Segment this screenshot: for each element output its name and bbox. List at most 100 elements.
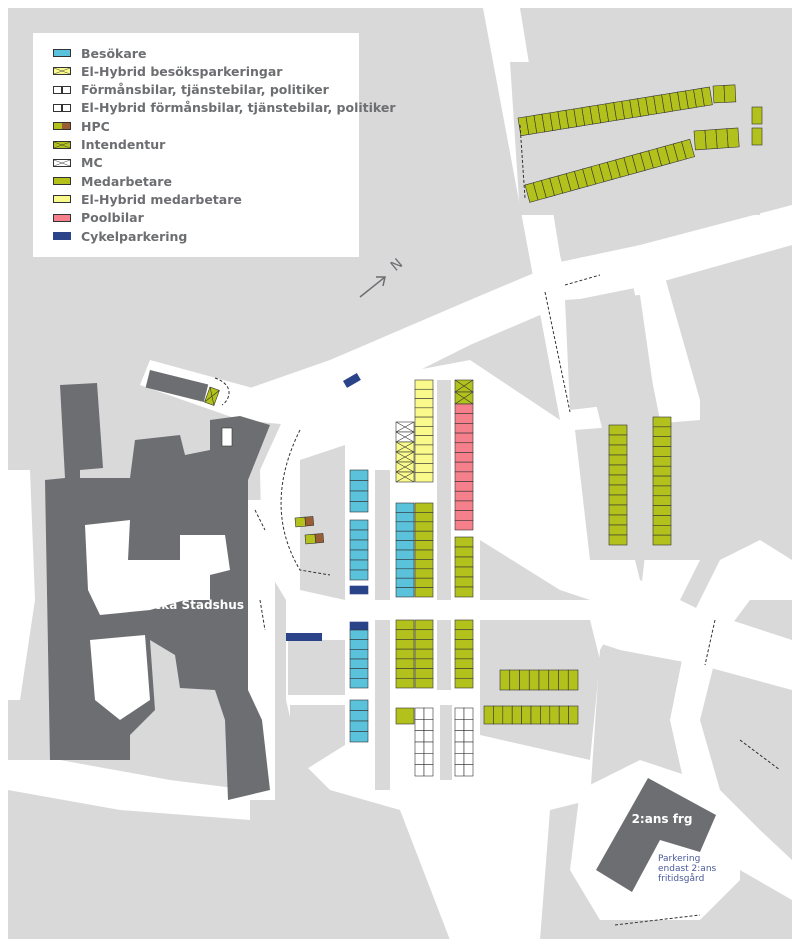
bike-parking <box>286 633 322 641</box>
parking-space <box>414 707 425 720</box>
parking-row-visitor <box>349 519 369 581</box>
parking-space <box>608 514 628 526</box>
parking-space <box>608 474 628 486</box>
parking-space <box>463 730 474 743</box>
parking-row-company <box>423 707 434 777</box>
parking-space <box>414 472 434 483</box>
parking-space <box>414 658 434 669</box>
parking-row-intendentur <box>204 386 220 406</box>
parking-space <box>493 705 504 725</box>
parking-space <box>454 452 474 463</box>
parking-space <box>608 454 628 466</box>
parking-space <box>349 658 369 669</box>
parking-space <box>395 471 415 483</box>
parking-space <box>454 481 474 492</box>
parking-row-visitor <box>349 629 369 689</box>
parking-space <box>454 658 474 669</box>
legend-label: Besökare <box>81 45 147 61</box>
parking-row-staff <box>414 502 434 598</box>
parking-space <box>454 566 474 578</box>
parking-space <box>414 719 425 731</box>
parking-space <box>454 510 474 521</box>
parking-space <box>414 549 434 560</box>
parking-space <box>349 529 369 541</box>
legend-swatch-bike-icon <box>53 232 71 240</box>
parking-space <box>549 705 560 725</box>
parking-space <box>454 576 474 588</box>
parking-space <box>652 416 672 428</box>
legend-swatch-pool-icon <box>53 213 71 222</box>
parking-space <box>652 485 672 497</box>
parking-space <box>454 413 474 424</box>
parking-space <box>608 504 628 516</box>
parking-space <box>395 521 415 532</box>
parking-space <box>608 484 628 496</box>
parking-space <box>414 753 425 765</box>
parking-space <box>454 471 474 482</box>
parking-space <box>463 764 474 777</box>
parking-row-bike <box>349 621 369 631</box>
parking-space <box>349 519 369 531</box>
legend-swatch-hybrid-company-icon <box>53 103 71 112</box>
parking-space <box>349 621 369 631</box>
parking-row-staff <box>608 424 628 546</box>
note-line-2: endast 2:ans <box>658 864 717 874</box>
parking-space <box>652 456 672 467</box>
parking-space <box>423 764 434 777</box>
parking-space <box>723 84 737 103</box>
parking-space <box>395 421 415 433</box>
parking-space <box>349 720 369 732</box>
parking-space <box>395 502 415 513</box>
note-line-1: Parkering <box>658 854 700 864</box>
parking-space <box>349 469 369 481</box>
parking-space <box>395 619 415 631</box>
parking-space <box>454 391 474 405</box>
parking-space <box>414 388 434 399</box>
footpath <box>704 619 716 666</box>
label-frg: 2:ans frg <box>632 812 693 826</box>
parking-space <box>652 534 672 546</box>
parking-space <box>652 505 672 516</box>
legend-item-staff: Medarbetare <box>53 173 172 189</box>
parking-space <box>454 379 474 393</box>
parking-space <box>349 710 369 722</box>
legend-item-mc: MC <box>53 155 103 171</box>
parking-space <box>395 540 415 551</box>
parking-space <box>521 705 532 725</box>
parking-space <box>423 707 434 720</box>
parking-space <box>349 585 369 595</box>
parking-space <box>509 669 520 691</box>
parking-space <box>652 515 672 526</box>
parking-space <box>558 705 569 725</box>
parking-space <box>414 730 425 743</box>
legend-swatch-hpc-icon <box>53 122 71 131</box>
legend-swatch-visitor-icon <box>53 49 71 57</box>
parking-space <box>414 512 434 523</box>
building-small <box>145 369 209 402</box>
legend-swatch-intendentur-icon <box>53 140 71 149</box>
parking-space <box>540 705 551 725</box>
north-arrow-icon <box>359 276 386 298</box>
parking-space <box>567 669 579 691</box>
legend-swatch-mc-icon <box>53 158 71 167</box>
parking-space <box>414 416 434 427</box>
parking-row-intendentur <box>454 379 474 405</box>
legend-label: Cykelparkering <box>81 228 188 244</box>
parking-space <box>681 138 695 160</box>
parking-space <box>414 540 434 551</box>
parking-space <box>395 629 415 640</box>
legend-item-pool: Poolbilar <box>53 210 144 226</box>
parking-space <box>652 465 672 477</box>
parking-row-staff <box>395 707 415 725</box>
parking-space <box>395 559 415 570</box>
parking-space <box>726 127 740 148</box>
parking-space <box>349 629 369 640</box>
parking-space <box>652 475 672 487</box>
parking-space <box>395 639 415 650</box>
parking-space <box>414 741 425 754</box>
parking-space <box>454 668 474 679</box>
parking-space <box>414 463 434 474</box>
parking-space <box>454 648 474 660</box>
legend-label: MC <box>81 155 103 171</box>
parking-space <box>652 436 672 447</box>
